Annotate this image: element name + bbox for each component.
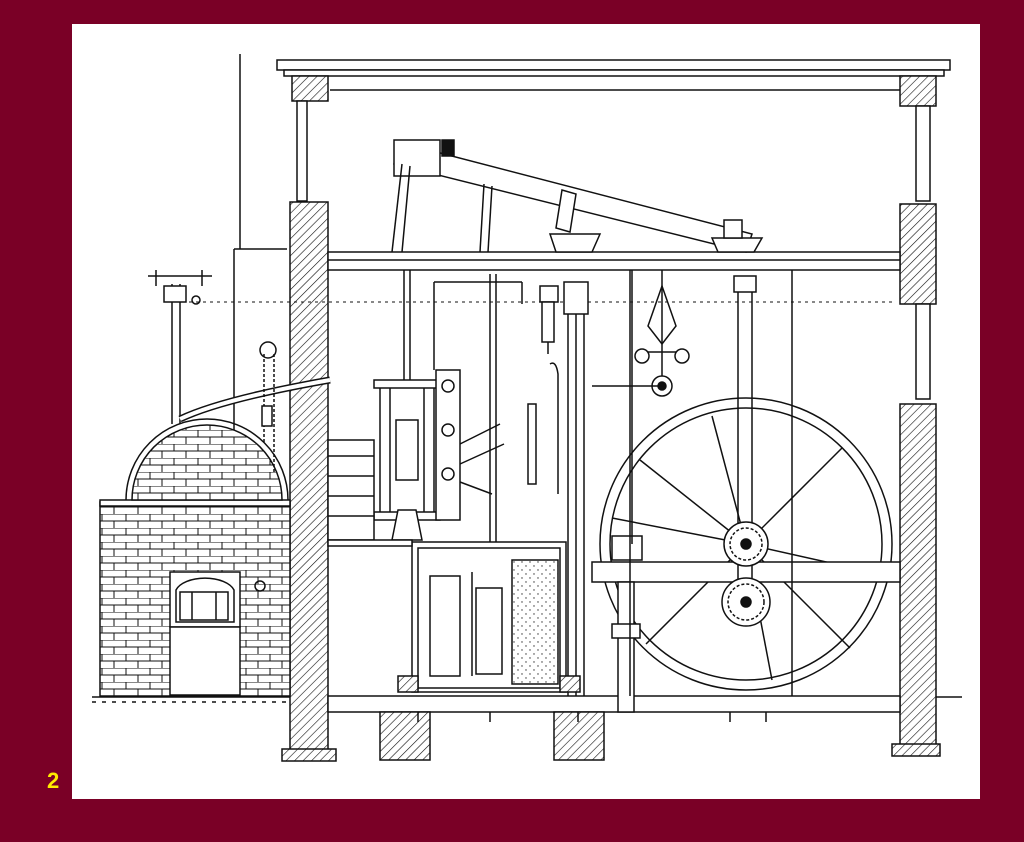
steam-cylinder bbox=[373, 270, 441, 541]
roof-beam bbox=[276, 59, 951, 91]
beam-lever bbox=[391, 139, 764, 253]
floor-beam bbox=[327, 251, 901, 271]
slide-number: 2 bbox=[47, 768, 60, 793]
floor-bolts bbox=[417, 712, 767, 722]
left-wall bbox=[281, 75, 337, 762]
steam-pipe bbox=[148, 270, 892, 424]
right-wall bbox=[891, 75, 941, 757]
engine-engraving bbox=[92, 54, 962, 762]
valve-gear bbox=[433, 274, 537, 544]
pump-rod bbox=[539, 281, 589, 696]
condenser-tank bbox=[397, 541, 581, 693]
connecting-rod bbox=[721, 275, 771, 627]
illustration-panel bbox=[72, 24, 980, 799]
counterweight bbox=[259, 341, 277, 474]
boiler bbox=[99, 418, 291, 697]
side-pipes bbox=[327, 439, 413, 547]
foundation bbox=[327, 695, 901, 761]
governor bbox=[592, 270, 690, 397]
tie-rods bbox=[629, 270, 793, 696]
crossbeam bbox=[591, 535, 901, 713]
